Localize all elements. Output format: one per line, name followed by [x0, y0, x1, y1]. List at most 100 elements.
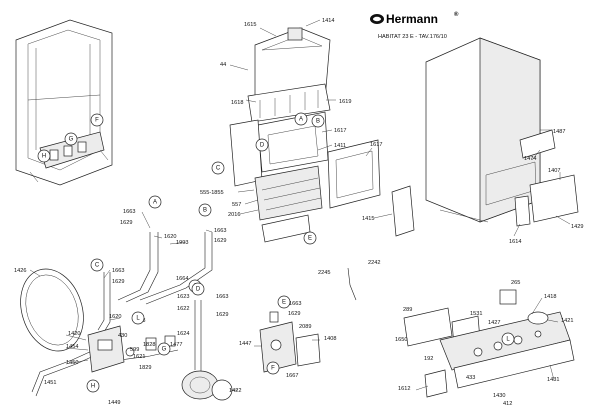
part-number-label: 1650	[395, 337, 407, 343]
part-number-label: 1621	[133, 354, 145, 360]
callout-letter: E	[308, 236, 312, 242]
hydraulic-group	[87, 325, 176, 373]
callout-a: A	[148, 195, 162, 209]
part-number-label: 557	[232, 202, 241, 208]
brand-registered-mark: ®	[454, 11, 459, 18]
callout-letter: E	[282, 300, 286, 306]
callout-letter: G	[162, 347, 167, 353]
part-number-label: 1667	[286, 373, 298, 379]
callout-d: D	[191, 282, 205, 296]
front-casing	[425, 37, 579, 227]
callout-g: G	[157, 342, 171, 356]
callout-l: L	[501, 332, 515, 346]
callout-f: F	[266, 361, 280, 375]
flue-connection	[347, 267, 357, 301]
part-number-label: 412	[503, 401, 512, 407]
callout-a: A	[294, 112, 308, 126]
part-number-label: 1663	[289, 301, 301, 307]
callout-c: C	[90, 258, 104, 272]
part-number-label: 1617	[370, 142, 382, 148]
part-number-label: 1629	[214, 238, 226, 244]
part-number-label: 289	[403, 307, 412, 313]
part-number-label: 1418	[544, 294, 556, 300]
part-number-label: 1454	[66, 344, 78, 350]
callout-letter: B	[316, 119, 320, 125]
callout-letter: D	[196, 287, 201, 293]
callout-letter: H	[91, 384, 95, 390]
side-panel	[391, 185, 415, 237]
part-number-label: 1422	[229, 388, 241, 394]
part-number-label: 1614	[509, 239, 521, 245]
callout-letter: D	[260, 143, 265, 149]
callout-letter: F	[271, 366, 275, 372]
part-number-label: 1828	[143, 342, 155, 348]
expansion-vessel	[20, 268, 84, 352]
part-number-label: 1622	[177, 306, 189, 312]
part-number-label: 1663	[216, 294, 228, 300]
gas-valve	[259, 311, 321, 373]
part-number-label: 265	[511, 280, 520, 286]
part-number-label: 1421	[561, 318, 573, 324]
callout-d: D	[255, 138, 269, 152]
callout-b: B	[311, 114, 325, 128]
part-number-label: 1993	[176, 240, 188, 246]
part-number-label: 1829	[139, 365, 151, 371]
part-number-label: 1411	[334, 143, 346, 149]
part-number-label: 1629	[120, 220, 132, 226]
leader-lines	[29, 19, 571, 391]
callout-letter: L	[136, 316, 140, 322]
part-number-label: 192	[424, 356, 433, 362]
callout-c: C	[211, 161, 225, 175]
callout-f: F	[90, 113, 104, 127]
callout-h: H	[86, 379, 100, 393]
model-label: HABITAT 23 E - TAV.176/10	[378, 34, 447, 40]
part-number-label: 1415	[362, 216, 374, 222]
part-number-label: 1618	[231, 100, 243, 106]
callout-letter: A	[299, 117, 303, 123]
callout-letter: G	[69, 137, 74, 143]
part-number-label: 1664	[176, 276, 188, 282]
part-number-label: 1663	[214, 228, 226, 234]
part-number-label: 1629	[112, 279, 124, 285]
part-number-label: 1615	[244, 22, 256, 28]
part-number-label: 2089	[299, 324, 311, 330]
part-number-label: 1427	[488, 320, 500, 326]
part-number-label: 1408	[324, 336, 336, 342]
part-number-label: 1477	[170, 342, 182, 348]
combustion-chamber	[229, 27, 381, 243]
part-number-label: 1450	[66, 360, 78, 366]
callout-letter: C	[216, 166, 221, 172]
part-number-label: 1420	[68, 331, 80, 337]
brand-name: Hermann	[386, 12, 438, 26]
callout-h: H	[37, 149, 51, 163]
part-number-label: 555-1855	[200, 190, 224, 196]
part-number-label: 1487	[553, 129, 565, 135]
part-number-label: 1663	[123, 209, 135, 215]
callout-letter: A	[153, 200, 157, 206]
callout-letter: C	[95, 263, 100, 269]
pump	[181, 370, 233, 401]
callout-letter: L	[506, 337, 510, 343]
part-number-label: 1414	[322, 18, 334, 24]
part-number-label: 1619	[339, 99, 351, 105]
part-number-label: 1431	[547, 377, 559, 383]
part-number-label: 1624	[177, 331, 189, 337]
part-number-label: 1474	[524, 156, 536, 162]
part-number-label: 44	[220, 62, 226, 68]
part-number-label: 1663	[112, 268, 124, 274]
part-number-label: 1447	[239, 341, 251, 347]
part-number-label: 1430	[493, 393, 505, 399]
part-number-label: 1629	[216, 312, 228, 318]
part-number-label: 1612	[398, 386, 410, 392]
part-number-label: 1629	[288, 311, 300, 317]
part-number-label: 1449	[108, 400, 120, 406]
callout-letter: H	[42, 154, 46, 160]
part-number-label: 1620	[109, 314, 121, 320]
callout-markers: AAABBCCDDEEFFGGHHLL	[37, 112, 515, 393]
part-number-label: 1451	[44, 380, 56, 386]
boiler-frame	[15, 19, 113, 186]
brand-logo: Hermann ®	[370, 11, 459, 26]
part-number-label: 430	[118, 333, 127, 339]
